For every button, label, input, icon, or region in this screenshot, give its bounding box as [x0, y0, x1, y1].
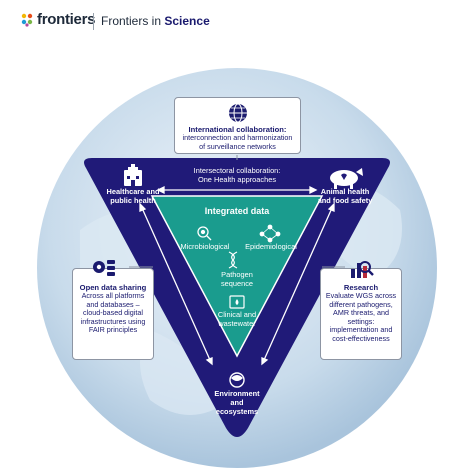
gears-cloud-icon	[93, 260, 115, 276]
research-card: Research Evaluate WGS across different p…	[320, 261, 402, 360]
water-icon	[229, 295, 245, 309]
open-data-desc: Across all platforms and databases – clo…	[80, 291, 146, 335]
connector-lines	[129, 155, 345, 268]
animal-health-label: Animal health and food safety	[317, 187, 373, 205]
clinical-wastewater-label: Clinical and wastewater	[217, 310, 257, 328]
globe-icon	[228, 103, 247, 123]
frontiers-logo-icon	[21, 13, 33, 27]
healthcare-label: Healthcare and public health	[106, 187, 160, 205]
inner-triangle	[150, 195, 324, 358]
epidemiological-label: Epidemiological	[245, 242, 297, 251]
international-desc: interconnection and harmonization of sur…	[182, 133, 293, 151]
microscope-icon	[197, 226, 212, 241]
research-desc: Evaluate WGS across different pathogens,…	[325, 291, 397, 343]
pathogen-sequence-label: Pathogen sequence	[220, 270, 254, 288]
intersectoral-label: Intersectoral collaboration: One Health …	[193, 166, 281, 184]
international-title: International collaboration:	[188, 125, 287, 134]
journal-title: Frontiers in Science	[101, 14, 210, 28]
open-data-title: Open data sharing	[79, 283, 147, 292]
research-title: Research	[343, 283, 379, 292]
hospital-icon	[124, 164, 142, 186]
research-chart-icon	[351, 261, 374, 278]
dna-icon	[228, 251, 238, 269]
environment-icon	[229, 372, 245, 388]
header-divider	[93, 13, 94, 30]
double-arrow-icon	[139, 185, 335, 366]
microbiological-label: Microbiological	[180, 242, 230, 251]
international-collaboration-card: International collaboration: interconnec…	[174, 97, 301, 154]
header: frontiers Frontiers in Science	[0, 0, 474, 44]
integrated-data-title: Integrated data	[204, 206, 270, 216]
open-data-sharing-card: Open data sharing Across all platforms a…	[72, 260, 154, 360]
environment-label: Environment and ecosystems	[214, 389, 260, 416]
pig-icon	[330, 168, 363, 189]
network-icon	[259, 224, 281, 243]
brand-name: frontiers	[37, 11, 96, 28]
